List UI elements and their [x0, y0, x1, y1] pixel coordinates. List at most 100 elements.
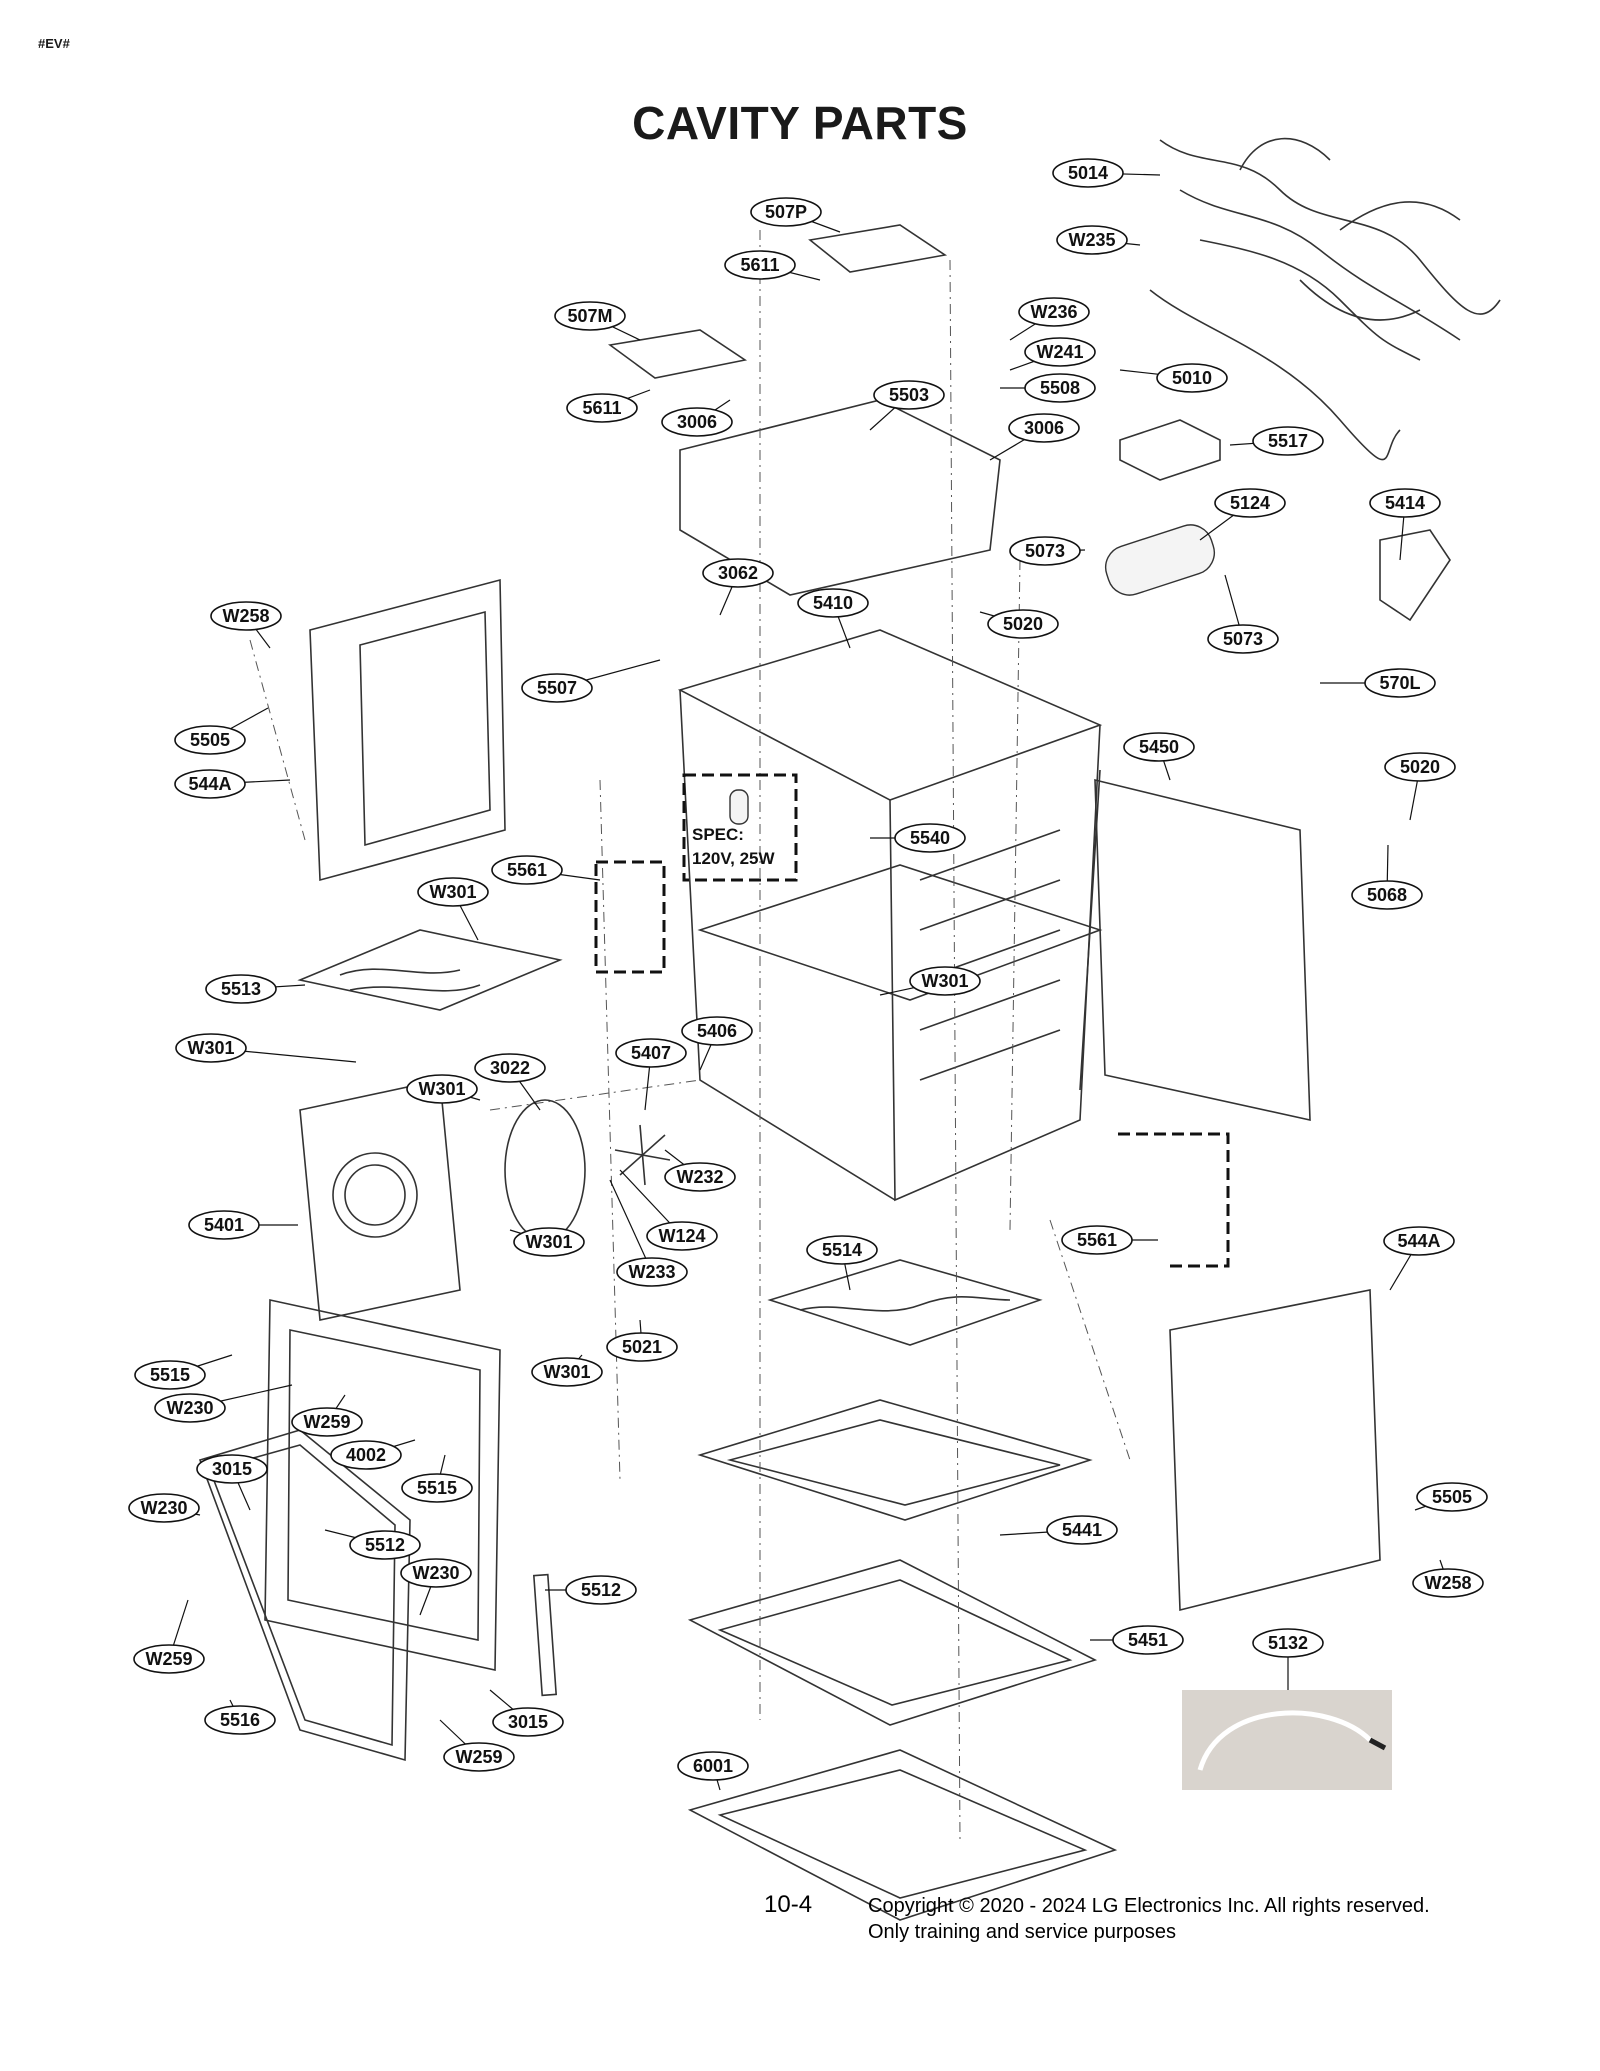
callout-ellipse	[646, 1221, 718, 1251]
callout-ellipse	[474, 1053, 546, 1083]
callout: 507M	[554, 301, 641, 341]
callout-label: 5561	[507, 860, 547, 880]
callout-label: 3006	[677, 412, 717, 432]
callout: 5540	[870, 823, 966, 853]
callout-label: 5512	[365, 1535, 405, 1555]
callout-ellipse	[1018, 297, 1090, 327]
callout: 5073	[1207, 574, 1279, 654]
callout-label: 5505	[190, 730, 230, 750]
callout: 5513	[205, 974, 306, 1004]
callout: 5021	[606, 1319, 678, 1362]
callout-label: 5503	[889, 385, 929, 405]
callout-label: 5068	[1367, 885, 1407, 905]
callout-ellipse	[894, 823, 966, 853]
callout-ellipse	[174, 769, 246, 799]
callout-label: W230	[412, 1563, 459, 1583]
callout-ellipse	[1207, 624, 1279, 654]
callout-ellipse	[1412, 1568, 1484, 1598]
callout-ellipse	[724, 250, 796, 280]
callout-ellipse	[702, 558, 774, 588]
callout-ellipse	[406, 1074, 478, 1104]
callout-ellipse	[196, 1454, 268, 1484]
lamp-socket-box-lower	[1118, 1132, 1230, 1268]
callout-ellipse	[987, 609, 1059, 639]
callout: 5561	[1061, 1225, 1158, 1255]
callout-label: 5407	[631, 1043, 671, 1063]
callout-label: 5441	[1062, 1520, 1102, 1540]
callout-label: 5561	[1077, 1230, 1117, 1250]
callout-label: W301	[525, 1232, 572, 1252]
callout: 5132	[1252, 1628, 1324, 1690]
callout-label: W233	[628, 1262, 675, 1282]
callout-ellipse	[797, 588, 869, 618]
callout-label: W230	[140, 1498, 187, 1518]
lamp-spec-box: SPEC: 120V, 25W	[682, 773, 798, 882]
callout-ellipse	[174, 725, 246, 755]
callout-ellipse	[210, 601, 282, 631]
callout: W241	[1009, 337, 1096, 371]
callout-label: 5450	[1139, 737, 1179, 757]
page-number: 10-4	[764, 1891, 812, 1918]
heaters-and-fan	[297, 929, 1043, 1346]
alignment-lines	[249, 230, 1131, 1841]
callout-ellipse	[1024, 337, 1096, 367]
callout: 5451	[1090, 1625, 1184, 1655]
callout: 544A	[174, 769, 291, 799]
door-and-gasket	[198, 1299, 558, 1762]
callout-ellipse	[565, 1575, 637, 1605]
callout-ellipse	[1123, 732, 1195, 762]
lamp-socket-box-upper	[594, 860, 666, 974]
callout-label: 5010	[1172, 368, 1212, 388]
callout-label: 544A	[188, 774, 231, 794]
callout-label: 4002	[346, 1445, 386, 1465]
callout-ellipse	[133, 1644, 205, 1674]
callout: 5010	[1119, 363, 1228, 393]
corner-mark: #EV#	[38, 36, 70, 51]
callout: W301	[406, 1074, 481, 1104]
callout: W235	[1056, 225, 1141, 255]
callout: 5450	[1123, 732, 1195, 781]
callout-ellipse	[531, 1357, 603, 1387]
callout: 3022	[474, 1053, 546, 1111]
callout-ellipse	[1052, 158, 1124, 188]
callout-label: W301	[418, 1079, 465, 1099]
callout: 3062	[702, 558, 774, 616]
spec-line-1: SPEC:	[692, 825, 744, 844]
wire-reference-photo	[1182, 1690, 1392, 1790]
callout-label: 5517	[1268, 431, 1308, 451]
callout: 5020	[1384, 752, 1456, 821]
callout: 5068	[1351, 844, 1423, 910]
callout-label: W232	[676, 1167, 723, 1187]
callout: 5014	[1052, 158, 1161, 188]
callout-label: 570L	[1379, 673, 1420, 693]
callout: 5407	[615, 1038, 687, 1111]
callout-label: 5540	[910, 828, 950, 848]
callout: W230	[400, 1558, 472, 1616]
callout-ellipse	[677, 1751, 749, 1781]
callout-label: 5515	[150, 1365, 190, 1385]
callout-ellipse	[128, 1493, 200, 1523]
callout: 507P	[750, 197, 841, 233]
callout-label: 5020	[1003, 614, 1043, 634]
callout-label: 5414	[1385, 493, 1425, 513]
callout: W301	[531, 1354, 603, 1387]
callout: 5611	[566, 389, 651, 423]
callout: 544A	[1383, 1226, 1455, 1291]
callout: 5514	[806, 1235, 878, 1291]
callout-label: 5410	[813, 593, 853, 613]
callout-label: 5507	[537, 678, 577, 698]
callout: 5515	[401, 1454, 473, 1503]
callout: W301	[175, 1033, 357, 1063]
callout-label: 5508	[1040, 378, 1080, 398]
callout-label: 544A	[1397, 1231, 1440, 1251]
callout-label: 507P	[765, 202, 807, 222]
callout-ellipse	[1024, 373, 1096, 403]
callout-ellipse	[175, 1033, 247, 1063]
callout: W301	[417, 877, 489, 941]
callout-label: 507M	[567, 306, 612, 326]
callout-ellipse	[806, 1235, 878, 1265]
callout: 5507	[521, 659, 661, 703]
callout-ellipse	[1008, 413, 1080, 443]
